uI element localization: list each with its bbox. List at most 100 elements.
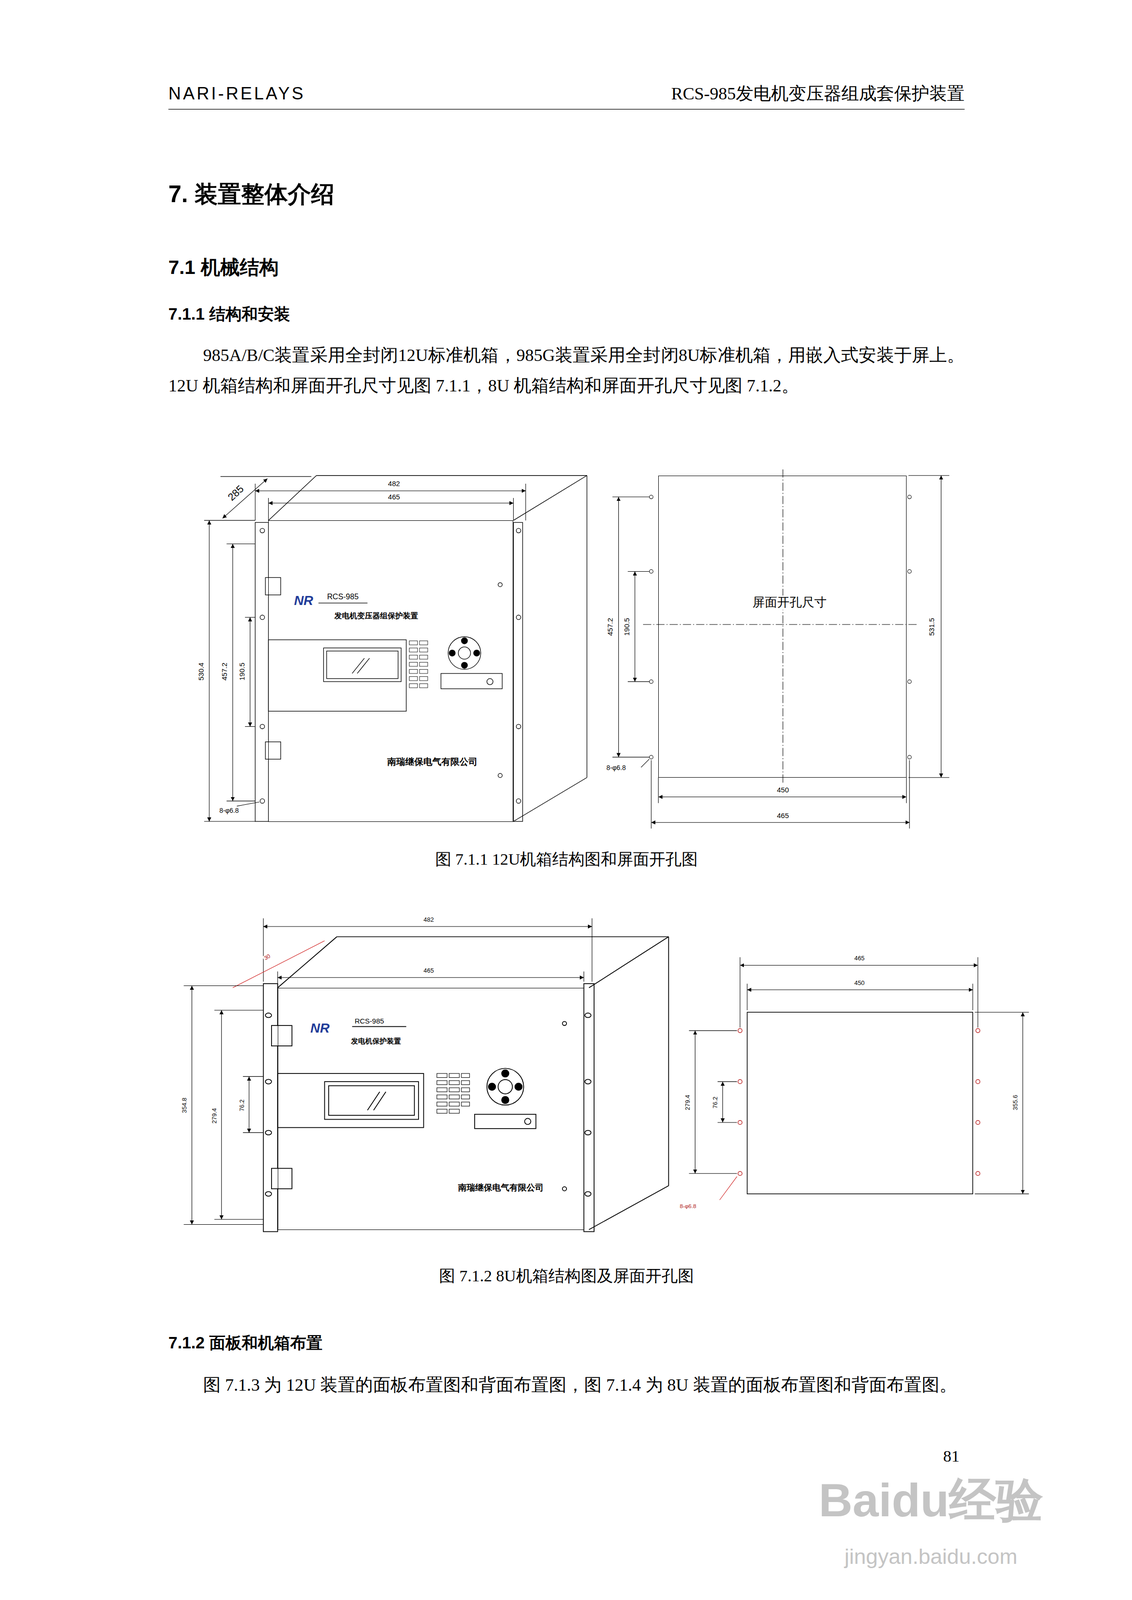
model-name: RCS-985 [327, 592, 359, 602]
figure-caption: 图 7.1.1 12U机箱结构图和屏面开孔图 [435, 849, 699, 869]
dimension-label: 355.6 [1012, 1093, 1020, 1112]
dimension-lines-8u [248, 1076, 250, 1133]
panel-cutout-8u [972, 983, 974, 1011]
dimension-lines-8u [263, 926, 593, 927]
dimension-label: 530.4 [196, 661, 205, 682]
panel-cutout-12u [641, 759, 650, 768]
subsection-heading: 7.1.2 面板和机箱布置 [168, 1334, 323, 1353]
chassis-12u [497, 582, 503, 587]
panel-cutout-12u [907, 755, 912, 760]
chassis-12u [409, 640, 418, 645]
chassis-12u [260, 724, 265, 729]
chassis-8u [448, 1080, 459, 1085]
chassis-12u [255, 475, 587, 822]
panel-cutout-8u [975, 1193, 1030, 1195]
chassis-12u [351, 658, 365, 674]
panel-cutout-8u [746, 983, 748, 1011]
model-name: RCS-985 [354, 1016, 385, 1025]
chassis-8u [277, 1073, 424, 1128]
dimension-label: 279.4 [684, 1093, 692, 1112]
dimension-lines-8u [277, 971, 278, 986]
chassis-8u [585, 1130, 592, 1135]
dimension-lines-8u [591, 918, 593, 982]
manufacturer: 南瑞继保电气有限公司 [387, 756, 478, 768]
chassis-12u [409, 662, 418, 667]
panel-cutout: 屏面开孔尺寸 [658, 475, 907, 778]
chassis-8u [562, 1021, 567, 1026]
panel-cutout-8u [717, 1122, 738, 1123]
chassis-12u [473, 650, 480, 657]
dimension-label: 465 [776, 811, 791, 820]
dimension-label: 76.2 [238, 1098, 246, 1113]
chassis-12u [516, 798, 521, 803]
chassis-12u [265, 741, 281, 760]
chassis-12u [516, 614, 521, 620]
panel-cutout-8u [738, 1079, 743, 1084]
panel-cutout-8u [975, 1171, 981, 1176]
panel-cutout-8u [694, 1030, 696, 1174]
chassis-8u [265, 1079, 272, 1084]
chassis-8u [448, 1073, 459, 1078]
chassis-8u [263, 983, 278, 1232]
panel-cutout-12u [627, 681, 650, 683]
panel-cutout-12u [649, 569, 654, 574]
dimension-lines-12u [268, 497, 269, 521]
chassis-12u [419, 654, 428, 660]
chassis-8u [437, 1080, 448, 1085]
chassis-12u [323, 647, 401, 682]
panel-cutout-12u [909, 760, 910, 829]
dimension-lines-8u [243, 1132, 264, 1133]
watermark: Baidu经验 [818, 1473, 1044, 1528]
panel-cutout-8u [747, 1012, 973, 1194]
dimension-lines-12u [255, 490, 527, 491]
chassis-8u [562, 1186, 567, 1191]
chassis-8u [461, 1080, 470, 1085]
dimension-label: 190.5 [237, 661, 246, 682]
panel-cutout-12u [907, 679, 912, 684]
panel-cutout-12u [634, 571, 635, 682]
dimension-lines-12u [249, 617, 251, 727]
chassis-8u [474, 1114, 537, 1129]
chassis-12u [419, 647, 428, 653]
panel-cutout-8u [975, 1012, 1030, 1013]
chassis-8u [448, 1102, 459, 1107]
panel-cutout-8u [1022, 1012, 1024, 1194]
chassis-12u [419, 662, 428, 667]
panel-cutout-8u [738, 1171, 743, 1176]
logo: NR [293, 593, 313, 609]
dimension-label: 465 [853, 955, 866, 963]
dimension-label: 482 [387, 479, 401, 488]
chassis-12u [409, 676, 418, 681]
chassis-8u [265, 1191, 272, 1196]
chassis-12u [419, 640, 428, 645]
chassis-8u [271, 1025, 293, 1046]
chassis-12u [487, 678, 494, 685]
panel-cutout-12u [649, 755, 654, 760]
dimension-lines-8u [183, 985, 264, 986]
chassis-8u [488, 1083, 496, 1091]
chassis-12u [448, 650, 456, 657]
chassis-8u [497, 1079, 513, 1094]
chassis-12u [419, 683, 428, 688]
panel-cutout-8u [689, 1173, 738, 1174]
running-header: RCS-985发电机变压器组成套保护装置 [671, 83, 965, 104]
chassis-8u [487, 1068, 524, 1105]
dimension-lines-12u [204, 821, 255, 822]
chassis-8u [501, 1069, 509, 1077]
chassis-8u [515, 1083, 523, 1091]
chassis-8u [324, 1081, 419, 1120]
panel-cutout-12u [658, 777, 659, 804]
section-heading: 7. 装置整体介绍 [168, 180, 335, 208]
chassis-8u [263, 936, 669, 1232]
dimension-lines-12u [226, 543, 255, 545]
section-heading: 7.1 机械结构 [168, 256, 279, 279]
chassis-8u [524, 1118, 531, 1125]
chassis-12u [513, 475, 587, 521]
page-number: 81 [943, 1447, 960, 1466]
dimension-label: 482 [422, 916, 436, 924]
panel-cutout-8u [975, 1028, 981, 1034]
panel-cutout-12u [651, 822, 910, 823]
device-name: 发电机保护装置 [351, 1037, 401, 1046]
chassis-8u [585, 1079, 592, 1084]
chassis-12u [260, 614, 265, 620]
